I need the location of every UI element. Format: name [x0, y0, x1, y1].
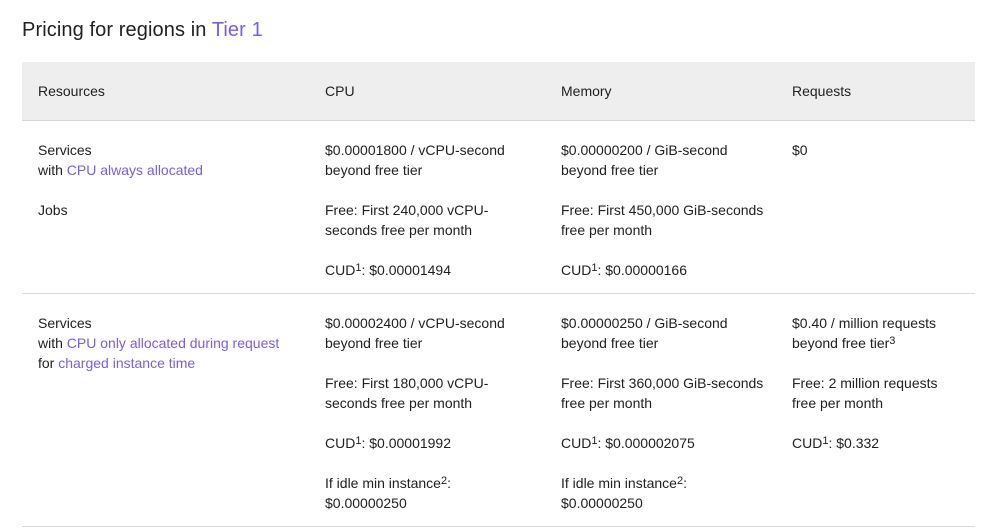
free-line: free per month	[561, 222, 653, 238]
cell-requests: $0	[776, 121, 975, 294]
cell-resources: Services with CPU only allocated during …	[22, 293, 309, 527]
table-row-services-cpu-always: Services with CPU always allocated Jobs …	[22, 121, 975, 294]
resource-description: Services with CPU always allocated	[38, 140, 299, 180]
price-line: beyond free tier	[561, 162, 659, 178]
idle-label: If idle min instance	[325, 475, 441, 491]
free-line: Free: First 360,000 GiB-seconds	[561, 375, 764, 391]
free-tier-text: Free: First 360,000 GiB-seconds free per …	[561, 373, 766, 413]
cud-label: CUD	[561, 435, 592, 451]
footnote-1-marker: 1	[591, 262, 598, 274]
price-line: beyond free tier	[792, 335, 890, 351]
price-line: $0.00000200 / GiB-second	[561, 142, 728, 158]
idle-instance-text: If idle min instance2: $0.00000250	[325, 473, 535, 513]
cud-label: CUD	[325, 435, 356, 451]
free-line: free per month	[561, 395, 653, 411]
resource-name: Services	[38, 315, 92, 331]
price-line: beyond free tier	[325, 162, 423, 178]
price-text: $0.00002400 / vCPU-second beyond free tie…	[325, 313, 535, 353]
table-row-services-cpu-on-request: Services with CPU only allocated during …	[22, 293, 975, 527]
page-title-text: Pricing for regions in	[22, 19, 207, 41]
charged-instance-time-link[interactable]: charged instance time	[58, 355, 196, 371]
cud-label: CUD	[561, 262, 592, 278]
price-line: $0.40 / million requests	[792, 315, 936, 331]
idle-colon: :	[447, 475, 451, 491]
resource-with-prefix: with	[38, 162, 63, 178]
price-line: $0.00002400 / vCPU-second	[325, 315, 505, 331]
footnote-2-marker: 2	[676, 475, 684, 487]
resource-description: Services with CPU only allocated during …	[38, 313, 299, 373]
header-memory: Memory	[545, 62, 776, 121]
cud-value: : $0.332	[828, 435, 880, 451]
cud-value: : $0.00001992	[361, 435, 451, 451]
footnote-1-marker: 1	[355, 262, 362, 274]
free-line: Free: 2 million requests	[792, 375, 938, 391]
cell-cpu: $0.00002400 / vCPU-second beyond free tie…	[309, 293, 545, 527]
free-tier-text: Free: First 180,000 vCPU-seconds free pe…	[325, 373, 535, 413]
cud-price-text: CUD1: $0.000002075	[561, 433, 766, 453]
footnote-1-marker: 1	[591, 435, 598, 447]
cud-price-text: CUD1: $0.00000166	[561, 260, 766, 280]
idle-colon: :	[683, 475, 687, 491]
free-tier-text: Free: 2 million requests free per month	[792, 373, 965, 413]
cpu-always-allocated-link[interactable]: CPU always allocated	[66, 162, 203, 178]
price-line: beyond free tier	[325, 335, 423, 351]
resource-for-prefix: for	[38, 355, 55, 371]
price-text: $0.00000250 / GiB-second beyond free tier	[561, 313, 766, 353]
price-line: $0.00000250 / GiB-second	[561, 315, 728, 331]
footnote-1-marker: 1	[355, 435, 362, 447]
pricing-page: Pricing for regions in Tier 1 Resources …	[0, 16, 997, 527]
cell-cpu: $0.00001800 / vCPU-second beyond free tie…	[309, 121, 545, 294]
price-text: $0.00001800 / vCPU-second beyond free tie…	[325, 140, 535, 180]
pricing-table: Resources CPU Memory Requests Services w…	[22, 62, 975, 527]
free-line: Free: First 180,000 vCPU-	[325, 375, 489, 391]
price-text: $0	[792, 142, 808, 158]
footnote-2-marker: 2	[440, 475, 448, 487]
price-text: $0.40 / million requests beyond free tier…	[792, 313, 965, 353]
idle-value: $0.00000250	[561, 495, 643, 511]
pricing-table-header: Resources CPU Memory Requests	[22, 62, 975, 121]
free-line: free per month	[792, 395, 884, 411]
price-line: beyond free tier	[561, 335, 659, 351]
idle-value: $0.00000250	[325, 495, 407, 511]
header-resources: Resources	[22, 62, 309, 121]
free-line: seconds free per month	[325, 222, 473, 238]
header-cpu: CPU	[309, 62, 545, 121]
tier-1-link[interactable]: Tier 1	[211, 19, 263, 41]
cell-memory: $0.00000200 / GiB-second beyond free tier…	[545, 121, 776, 294]
resource-name: Services	[38, 142, 92, 158]
free-tier-text: Free: First 450,000 GiB-seconds free per …	[561, 200, 766, 240]
free-line: Free: First 450,000 GiB-seconds	[561, 202, 764, 218]
free-tier-text: Free: First 240,000 vCPU-seconds free pe…	[325, 200, 535, 240]
cud-value: : $0.00001494	[361, 262, 451, 278]
cell-requests: $0.40 / million requests beyond free tier…	[776, 293, 975, 527]
footnote-1-marker: 1	[822, 435, 829, 447]
resource-with-prefix: with	[38, 335, 63, 351]
free-line: Free: First 240,000 vCPU-	[325, 202, 489, 218]
footnote-3-marker: 3	[889, 335, 896, 347]
cud-value: : $0.000002075	[597, 435, 695, 451]
idle-label: If idle min instance	[561, 475, 677, 491]
page-title: Pricing for regions in Tier 1	[22, 16, 975, 44]
free-line: seconds free per month	[325, 395, 473, 411]
cpu-only-allocated-link[interactable]: CPU only allocated during request	[66, 335, 280, 351]
cell-resources: Services with CPU always allocated Jobs	[22, 121, 309, 294]
header-row: Resources CPU Memory Requests	[22, 62, 975, 121]
cud-price-text: CUD1: $0.332	[792, 433, 965, 453]
header-requests: Requests	[776, 62, 975, 121]
idle-instance-text: If idle min instance2: $0.00000250	[561, 473, 766, 513]
cud-label: CUD	[325, 262, 356, 278]
cud-value: : $0.00000166	[597, 262, 687, 278]
resource-jobs: Jobs	[38, 202, 68, 218]
price-line: $0.00001800 / vCPU-second	[325, 142, 505, 158]
cell-memory: $0.00000250 / GiB-second beyond free tier…	[545, 293, 776, 527]
cud-price-text: CUD1: $0.00001992	[325, 433, 535, 453]
cud-price-text: CUD1: $0.00001494	[325, 260, 535, 280]
cud-label: CUD	[792, 435, 823, 451]
price-text: $0.00000200 / GiB-second beyond free tier	[561, 140, 766, 180]
